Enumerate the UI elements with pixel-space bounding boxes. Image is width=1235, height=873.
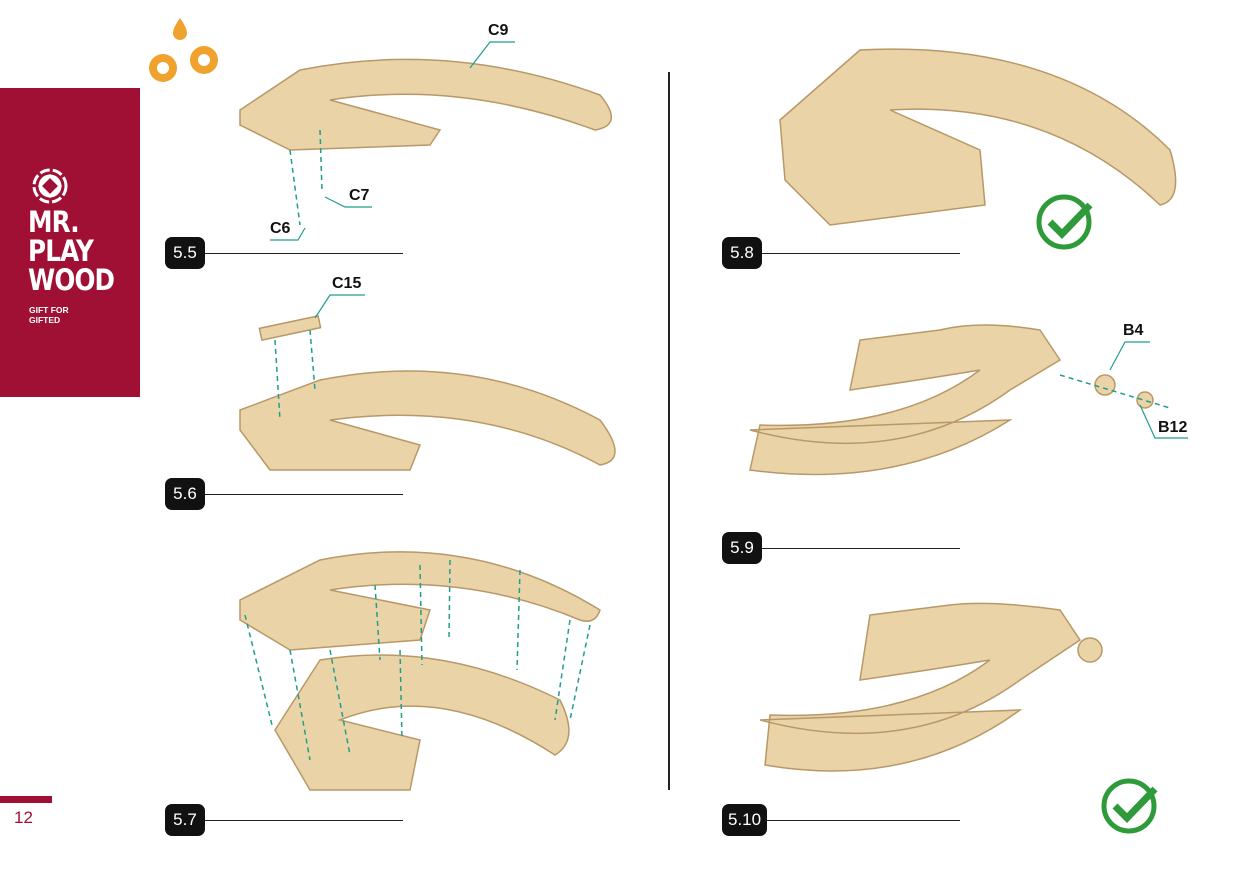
step-label: 5.10 bbox=[722, 804, 768, 836]
part-label-c15: C15 bbox=[332, 275, 362, 292]
label-leaders bbox=[270, 41, 1188, 439]
step-rule bbox=[765, 820, 960, 821]
step-rule bbox=[205, 494, 403, 495]
step-label: 5.5 bbox=[165, 237, 205, 269]
part-5-9 bbox=[749, 324, 1062, 476]
step-label: 5.6 bbox=[165, 478, 205, 510]
part-label-c9: C9 bbox=[488, 22, 509, 39]
part-5-6 bbox=[239, 370, 616, 471]
part-5-7-top bbox=[239, 551, 601, 651]
page-number-bar bbox=[0, 796, 52, 803]
step-rule bbox=[205, 253, 403, 254]
part-5-8 bbox=[779, 48, 1177, 226]
step-label: 5.9 bbox=[722, 532, 762, 564]
brand-logo-icon bbox=[32, 168, 68, 204]
step-rule bbox=[205, 820, 403, 821]
step-rule bbox=[762, 548, 960, 549]
part-5-10 bbox=[759, 602, 1082, 772]
part-label-b4: B4 bbox=[1123, 322, 1144, 339]
part-label-c7: C7 bbox=[349, 187, 370, 204]
check-icon-2 bbox=[1101, 778, 1158, 834]
step-label: 5.7 bbox=[165, 804, 205, 836]
page-number: 12 bbox=[14, 808, 33, 827]
part-5-5 bbox=[239, 58, 612, 151]
column-divider bbox=[668, 72, 670, 790]
part-label-b12: B12 bbox=[1158, 419, 1188, 436]
gears-oil-icon bbox=[149, 18, 218, 82]
assembly-arrows bbox=[244, 129, 1171, 761]
step-label: 5.8 bbox=[722, 237, 762, 269]
check-icon-1 bbox=[1036, 194, 1093, 250]
part-label-c6: C6 bbox=[270, 220, 291, 237]
step-rule bbox=[762, 253, 960, 254]
part-5-7-frame bbox=[274, 654, 570, 791]
